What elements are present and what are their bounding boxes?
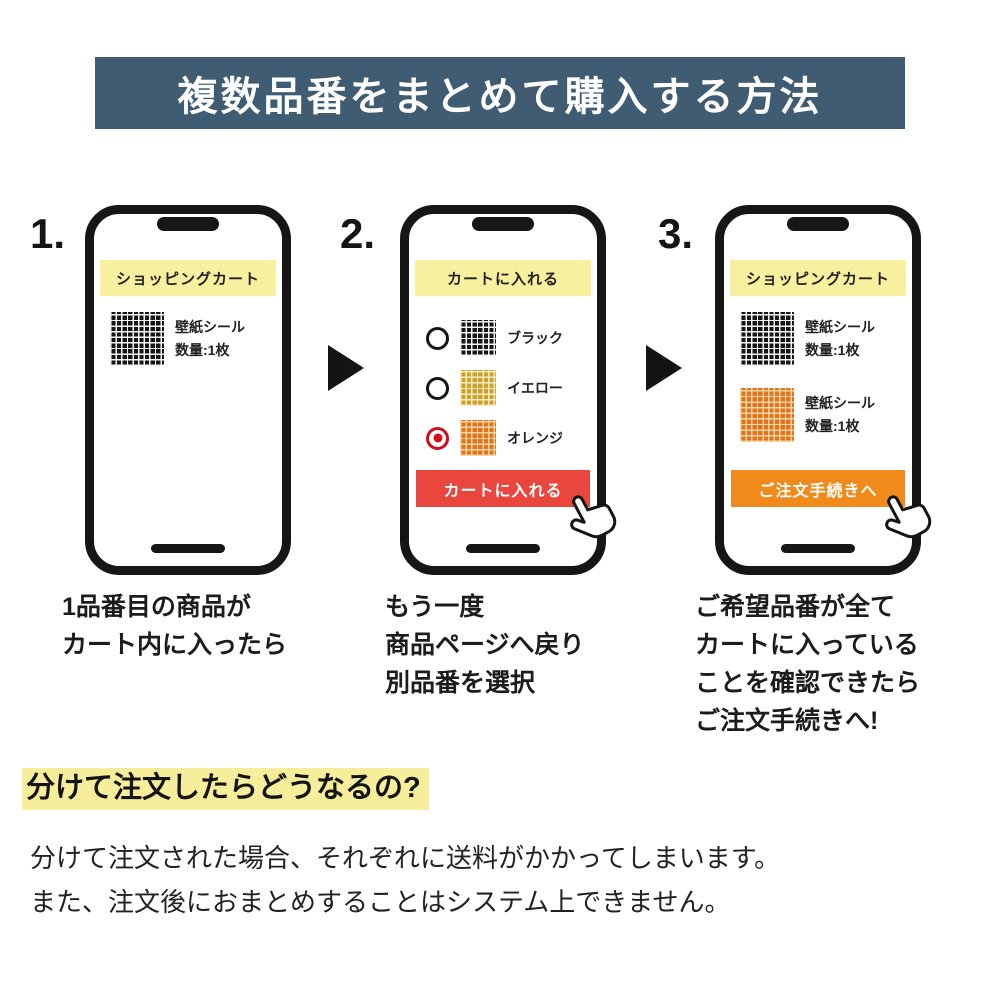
home-indicator: [781, 544, 855, 553]
caption-line: もう一度: [385, 593, 485, 621]
item-qty: 数量:1枚: [175, 342, 230, 358]
phone-notch: [472, 217, 534, 231]
radio-selected-icon: [426, 426, 449, 450]
step-3-number: 3.: [658, 210, 694, 257]
phone-step-2: カートに入れる ブラック イエロー オレンジ カートに入れる: [400, 205, 617, 575]
footer-body-line: 分けて注文された場合、それぞれに送料がかかってしまいます。: [30, 843, 781, 873]
black-tile-swatch-icon: [460, 320, 496, 356]
footer-body-line: また、注文後におまとめすることはシステム上できません。: [30, 887, 731, 917]
yellow-tile-swatch-icon: [460, 370, 496, 406]
caption-line: 1品番目の商品が: [62, 593, 251, 621]
highlighted-heading-text: 分けて注文したらどうなるの?: [22, 768, 429, 810]
step-arrow-icon: [646, 345, 682, 391]
caption-line: ことを確認できたら: [695, 669, 921, 697]
caption-line: カートに入っている: [695, 631, 919, 659]
phone-step-3: ショッピングカート 壁紙シール 数量:1枚 壁紙シール 数量:1枚 ご注文手続き…: [715, 205, 932, 575]
radio-unselected-icon: [426, 326, 449, 350]
item-name: 壁紙シール: [805, 318, 875, 335]
step-arrow-icon: [328, 345, 364, 391]
item-qty: 数量:1枚: [805, 418, 860, 434]
caption-line: ご注文手続きへ!: [695, 707, 879, 735]
page-title-banner: 複数品番をまとめて購入する方法: [95, 57, 905, 129]
phone-2-title-bar: カートに入れる: [415, 260, 591, 296]
phone-notch: [787, 217, 849, 231]
step-2-number: 2.: [340, 210, 376, 257]
hand-cursor-icon: [552, 475, 633, 556]
item-qty: 数量:1枚: [805, 342, 860, 358]
item-name: 壁紙シール: [175, 318, 245, 335]
item-name: 壁紙シール: [805, 394, 875, 411]
home-indicator: [466, 544, 540, 553]
color-option-orange: オレンジ: [426, 418, 593, 458]
caption-line: 別品番を選択: [385, 669, 536, 697]
color-option-black: ブラック: [426, 318, 593, 358]
phone-3-title-bar: ショッピングカート: [730, 260, 906, 296]
caption-step-2: もう一度 商品ページへ戻り 別品番を選択: [385, 588, 585, 702]
caption-line: カート内に入ったら: [62, 631, 288, 659]
home-indicator: [151, 544, 225, 553]
cart-item-text: 壁紙シール 数量:1枚: [805, 392, 875, 438]
option-label: ブラック: [507, 330, 563, 346]
caption-line: ご希望品番が全て: [695, 593, 896, 621]
phone-1-title-bar: ショッピングカート: [100, 260, 276, 296]
black-tile-swatch-icon: [740, 312, 794, 366]
orange-tile-swatch-icon: [740, 388, 794, 442]
cart-item: 壁紙シール 数量:1枚: [740, 388, 906, 442]
add-to-cart-button: カートに入れる: [416, 470, 590, 507]
footer-heading: 分けて注文したらどうなるの?: [22, 764, 429, 810]
option-label: イエロー: [507, 380, 563, 396]
black-tile-swatch-icon: [110, 312, 164, 366]
phone-3-title: ショッピングカート: [745, 270, 890, 288]
hand-cursor-icon: [867, 475, 948, 556]
option-label: オレンジ: [507, 430, 563, 446]
color-option-yellow: イエロー: [426, 368, 593, 408]
cart-item: 壁紙シール 数量:1枚: [740, 312, 906, 366]
cart-item: 壁紙シール 数量:1枚: [110, 312, 276, 366]
cart-item-text: 壁紙シール 数量:1枚: [175, 316, 245, 362]
caption-step-3: ご希望品番が全て カートに入っている ことを確認できたら ご注文手続きへ!: [695, 588, 920, 740]
cart-item-text: 壁紙シール 数量:1枚: [805, 316, 875, 362]
checkout-button: ご注文手続きへ: [731, 470, 905, 507]
caption-step-1: 1品番目の商品が カート内に入ったら: [62, 588, 287, 664]
phone-1-title: ショッピングカート: [115, 270, 260, 288]
orange-tile-swatch-icon: [460, 420, 496, 456]
phone-2-title: カートに入れる: [446, 270, 559, 288]
radio-unselected-icon: [426, 376, 449, 400]
page-title: 複数品番をまとめて購入する方法: [177, 75, 823, 119]
caption-line: 商品ページへ戻り: [385, 631, 585, 659]
footer-body: 分けて注文された場合、それぞれに送料がかかってしまいます。 また、注文後におまと…: [30, 836, 780, 924]
phone-step-1: ショッピングカート 壁紙シール 数量:1枚: [85, 205, 291, 575]
step-1-number: 1.: [30, 210, 66, 257]
phone-notch: [157, 217, 219, 231]
